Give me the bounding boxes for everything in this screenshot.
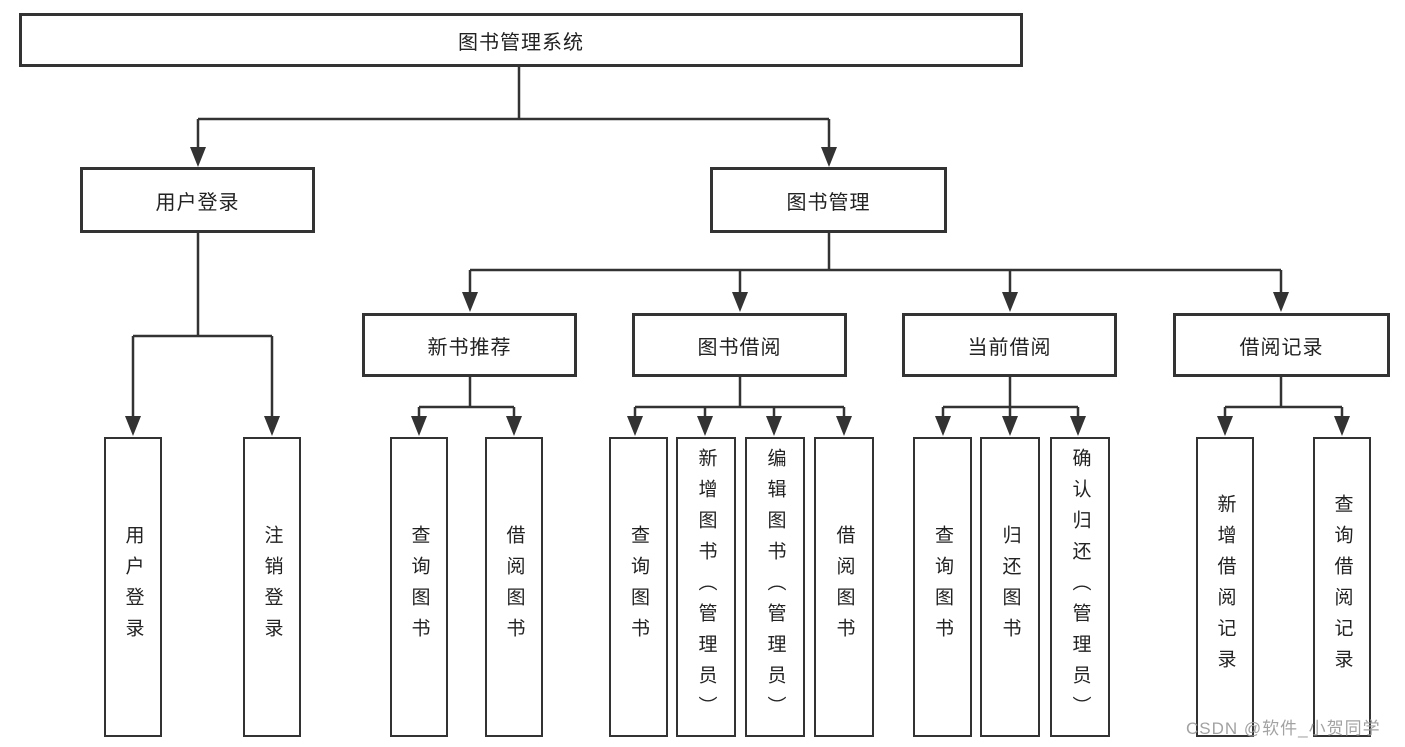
node-user-login-label: 用户登录 bbox=[155, 191, 240, 214]
node-book-borrowing-label: 图书借阅 bbox=[697, 336, 782, 359]
leaf-borrowing-query-books: 查询图书 bbox=[609, 437, 668, 737]
leaf-add-borrow-record: 新增借阅记录 bbox=[1196, 437, 1254, 737]
leaf-borrowing-borrow-books: 借阅图书 bbox=[814, 437, 874, 737]
node-current-borrowing: 当前借阅 bbox=[902, 313, 1117, 377]
node-book-management-label: 图书管理 bbox=[786, 191, 871, 214]
leaf-user-login: 用户登录 bbox=[104, 437, 162, 737]
leaf-confirm-return-admin-label: 确认归还（管理员） bbox=[1069, 447, 1091, 727]
leaf-current-query-books: 查询图书 bbox=[913, 437, 972, 737]
leaf-recommend-query-books-label: 查询图书 bbox=[408, 525, 430, 649]
leaf-recommend-borrow-books: 借阅图书 bbox=[485, 437, 543, 737]
node-book-borrowing: 图书借阅 bbox=[632, 313, 847, 377]
leaf-edit-books-admin: 编辑图书（管理员） bbox=[745, 437, 805, 737]
node-borrow-records-label: 借阅记录 bbox=[1239, 336, 1324, 359]
csdn-watermark: CSDN @软件_小贺同学 bbox=[1186, 719, 1381, 738]
leaf-borrowing-query-books-label: 查询图书 bbox=[628, 525, 649, 649]
node-borrow-records: 借阅记录 bbox=[1173, 313, 1390, 377]
leaf-query-borrow-record-label: 查询借阅记录 bbox=[1331, 494, 1353, 680]
leaf-add-borrow-record-label: 新增借阅记录 bbox=[1214, 494, 1236, 680]
node-current-borrowing-label: 当前借阅 bbox=[967, 336, 1052, 359]
node-root-label: 图书管理系统 bbox=[458, 31, 584, 54]
leaf-edit-books-admin-label: 编辑图书（管理员） bbox=[764, 447, 786, 727]
node-new-book-recommend: 新书推荐 bbox=[362, 313, 577, 377]
leaf-logout: 注销登录 bbox=[243, 437, 301, 737]
leaf-recommend-query-books: 查询图书 bbox=[390, 437, 448, 737]
leaf-add-books-admin-label: 新增图书（管理员） bbox=[695, 447, 717, 727]
leaf-return-books-label: 归还图书 bbox=[999, 525, 1021, 649]
node-root: 图书管理系统 bbox=[19, 13, 1023, 67]
leaf-query-borrow-record: 查询借阅记录 bbox=[1313, 437, 1371, 737]
leaf-return-books: 归还图书 bbox=[980, 437, 1040, 737]
leaf-recommend-borrow-books-label: 借阅图书 bbox=[503, 525, 525, 649]
leaf-user-login-label: 用户登录 bbox=[122, 525, 144, 649]
node-new-book-recommend-label: 新书推荐 bbox=[427, 336, 512, 359]
leaf-current-query-books-label: 查询图书 bbox=[932, 525, 953, 649]
leaf-logout-label: 注销登录 bbox=[261, 525, 283, 649]
leaf-confirm-return-admin: 确认归还（管理员） bbox=[1050, 437, 1110, 737]
node-book-management: 图书管理 bbox=[710, 167, 947, 233]
leaf-borrowing-borrow-books-label: 借阅图书 bbox=[833, 525, 855, 649]
leaf-add-books-admin: 新增图书（管理员） bbox=[676, 437, 736, 737]
node-user-login: 用户登录 bbox=[80, 167, 315, 233]
